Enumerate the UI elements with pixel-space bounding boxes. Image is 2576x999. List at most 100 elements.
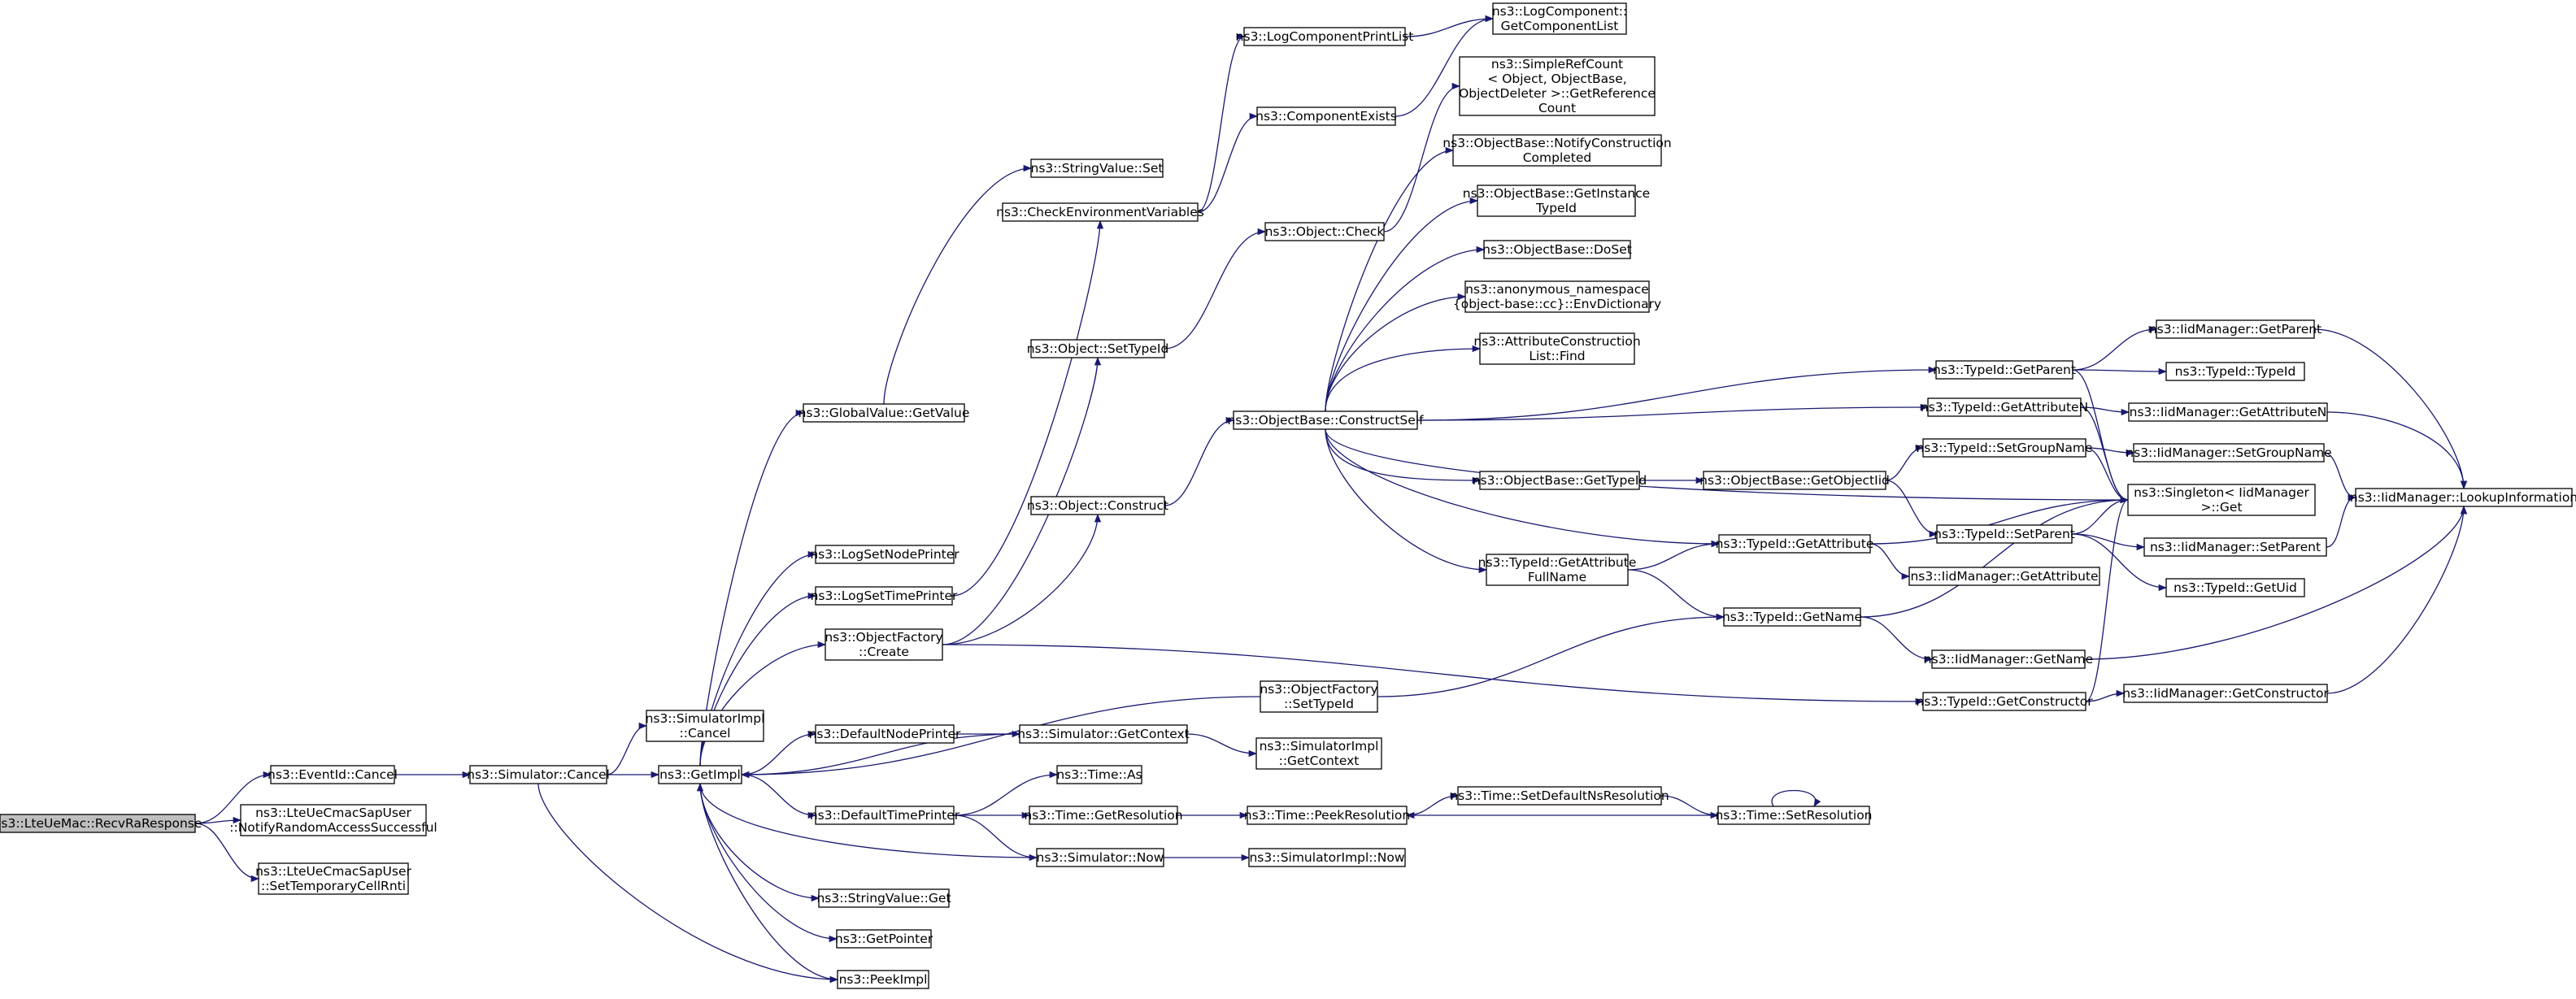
node-box (1036, 848, 1164, 867)
node-set-temp-rnti[interactable]: ns3::LteUeCmacSapUser::SetTemporaryCellR… (255, 862, 412, 895)
node-label: ns3::ComponentExists (1255, 109, 1397, 124)
node-box (2156, 319, 2315, 339)
node-typeid-setgroupname[interactable]: ns3::TypeId::SetGroupName (1916, 438, 2093, 458)
node-box (1019, 724, 1188, 744)
node-time-peekresolution[interactable]: ns3::Time::PeekResolution (1244, 806, 1410, 825)
node-object-settypeid[interactable]: ns3::Object::SetTypeId (1027, 339, 1169, 358)
node-objbase-gettypeid[interactable]: ns3::ObjectBase::GetTypeId (1473, 471, 1647, 490)
call-edge (1325, 428, 1721, 548)
node-label: ns3::ObjectFactory (1260, 682, 1377, 697)
node-iid-setgroupname[interactable]: ns3::IidManager::SetGroupName (2126, 443, 2332, 463)
node-typeid-getconstructor[interactable]: ns3::TypeId::GetConstructor (1916, 692, 2093, 711)
call-edge (741, 774, 817, 819)
node-getpointer[interactable]: ns3::GetPointer (835, 929, 933, 949)
call-edge (1404, 15, 1495, 37)
node-iid-getparent[interactable]: ns3::IidManager::GetParent (2149, 319, 2321, 339)
node-iid-setparent[interactable]: ns3::IidManager::SetParent (2143, 537, 2327, 557)
node-box (815, 806, 955, 825)
node-iid-getattributen[interactable]: ns3::IidManager::GetAttributeN (2128, 402, 2328, 422)
node-simplerefcount[interactable]: ns3::SimpleRefCount< Object, ObjectBase,… (1459, 56, 1656, 116)
node-label: ns3::IidManager::SetParent (2150, 540, 2321, 554)
node-logsettimeprinter[interactable]: ns3::LogSetTimePrinter (811, 586, 958, 606)
node-objectfactory-settypeid[interactable]: ns3::ObjectFactory::SetTypeId (1260, 680, 1378, 713)
call-edge (1627, 540, 1721, 571)
node-simimpl-now[interactable]: ns3::SimulatorImpl::Now (1248, 848, 1406, 867)
node-logsetnodeprinter[interactable]: ns3::LogSetNodePrinter (810, 545, 959, 564)
node-label: ns3::TypeId::SetParent (1934, 527, 2075, 541)
node-sim-cancel[interactable]: ns3::Simulator::Cancel (467, 765, 610, 784)
node-sim-now[interactable]: ns3::Simulator::Now (1036, 848, 1164, 867)
node-time-getresolution[interactable]: ns3::Time::GetResolution (1024, 806, 1183, 825)
node-time-setresolution[interactable]: ns3::Time::SetResolution (1715, 806, 1873, 825)
node-typeid-getattributen[interactable]: ns3::TypeId::GetAttributeN (1921, 397, 2088, 417)
node-objbase-constructself[interactable]: ns3::ObjectBase::ConstructSelf (1227, 410, 1424, 430)
call-edge (942, 356, 1102, 645)
node-typeid-getuid[interactable]: ns3::TypeId::GetUid (2165, 578, 2305, 597)
node-box (258, 862, 409, 895)
node-simimpl-getcontext[interactable]: ns3::SimulatorImpl::GetContext (1255, 737, 1382, 770)
node-stringvalue-get[interactable]: ns3::StringValue::Get (816, 888, 951, 908)
node-getimpl[interactable]: ns3::GetImpl (658, 765, 742, 784)
node-time-as[interactable]: ns3::Time::As (1056, 765, 1142, 784)
node-typeid-getname[interactable]: ns3::TypeId::GetName (1722, 607, 1862, 627)
node-iid-lookupinfo[interactable]: ns3::IidManager::LookupInformation (2350, 488, 2576, 507)
node-iid-getname[interactable]: ns3::IidManager::GetName (1924, 649, 2093, 669)
node-time-setdefaultns[interactable]: ns3::Time::SetDefaultNsResolution (1450, 786, 1669, 806)
node-root[interactable]: ns3::LteUeMac::RecvRaResponse (0, 814, 202, 833)
node-objbase-doset[interactable]: ns3::ObjectBase::DoSet (1482, 240, 1632, 259)
call-edge (194, 823, 260, 883)
node-simimpl-cancel[interactable]: ns3::SimulatorImpl::Cancel (646, 710, 765, 742)
node-componentexists[interactable]: ns3::ComponentExists (1255, 106, 1397, 126)
node-box (1459, 56, 1656, 116)
node-eventid-cancel[interactable]: ns3::EventId::Cancel (268, 765, 398, 784)
call-edge (942, 513, 1102, 645)
call-edge (1377, 613, 1725, 697)
node-label: ns3::LteUeCmacSapUser (255, 864, 411, 879)
node-object-construct[interactable]: ns3::Object::Construct (1027, 496, 1168, 515)
node-box (1030, 159, 1164, 178)
node-box (1935, 360, 2073, 380)
node-box (1464, 280, 1650, 313)
call-edge (1885, 480, 1939, 538)
node-label: ns3::Time::GetResolution (1024, 808, 1182, 823)
node-label: List::Find (1529, 349, 1585, 363)
node-label: ::SetTemporaryCellRnti (261, 879, 406, 893)
node-objbase-notify[interactable]: ns3::ObjectBase::NotifyConstructionCompl… (1442, 134, 1672, 167)
call-edge (2326, 505, 2468, 694)
node-defaulttimeprinter[interactable]: ns3::DefaultTimePrinter (810, 806, 960, 825)
node-logcomp-getlist[interactable]: ns3::LogComponent::GetComponentList (1492, 2, 1627, 35)
node-label: ns3::EventId::Cancel (268, 767, 398, 782)
node-singleton-get[interactable]: ns3::Singleton< IidManager >::Get (2127, 484, 2316, 516)
node-sim-getcontext[interactable]: ns3::Simulator::GetContext (1017, 724, 1190, 744)
node-iid-getconstructor[interactable]: ns3::IidManager::GetConstructor (2122, 684, 2329, 703)
node-notify-ra[interactable]: ns3::LteUeCmacSapUser::NotifyRandomAcces… (229, 804, 437, 836)
node-typeid-getparent[interactable]: ns3::TypeId::GetParent (1933, 360, 2076, 380)
node-logcompprintlist[interactable]: ns3::LogComponentPrintList (1236, 27, 1414, 46)
node-box (1479, 471, 1640, 490)
node-label: ns3::Time::SetDefaultNsResolution (1450, 788, 1669, 803)
call-edge (699, 641, 827, 767)
node-typeid-typeid[interactable]: ns3::TypeId::TypeId (2165, 362, 2305, 381)
node-object-check[interactable]: ns3::Object::Check (1264, 222, 1385, 241)
node-peekimpl[interactable]: ns3::PeekImpl (837, 970, 929, 989)
node-defaultnodeprinter[interactable]: ns3::DefaultNodePrinter (809, 724, 961, 744)
node-objbase-getobjectiid[interactable]: ns3::ObjectBase::GetObjectIid (1699, 471, 1890, 490)
node-iid-getattribute[interactable]: ns3::IidManager::GetAttribute (1908, 567, 2100, 586)
node-label: ns3::anonymous_namespace (1465, 282, 1649, 298)
node-objectfactory-create[interactable]: ns3::ObjectFactory::Create (825, 628, 943, 661)
node-globalvalue-getvalue[interactable]: ns3::GlobalValue::GetValue (798, 403, 970, 423)
node-typeid-setparent[interactable]: ns3::TypeId::SetParent (1934, 524, 2075, 544)
node-box (1255, 737, 1382, 770)
node-box (825, 628, 943, 661)
node-typeid-getattribute[interactable]: ns3::TypeId::GetAttribute (1716, 534, 1874, 554)
node-box (815, 545, 955, 564)
node-checkenv[interactable]: ns3::CheckEnvironmentVariables (996, 202, 1204, 222)
node-envdict[interactable]: ns3::anonymous_namespace{object-base::cc… (1453, 280, 1661, 313)
node-stringvalue-set[interactable]: ns3::StringValue::Set (1030, 159, 1164, 178)
call-edge (1325, 428, 1482, 484)
